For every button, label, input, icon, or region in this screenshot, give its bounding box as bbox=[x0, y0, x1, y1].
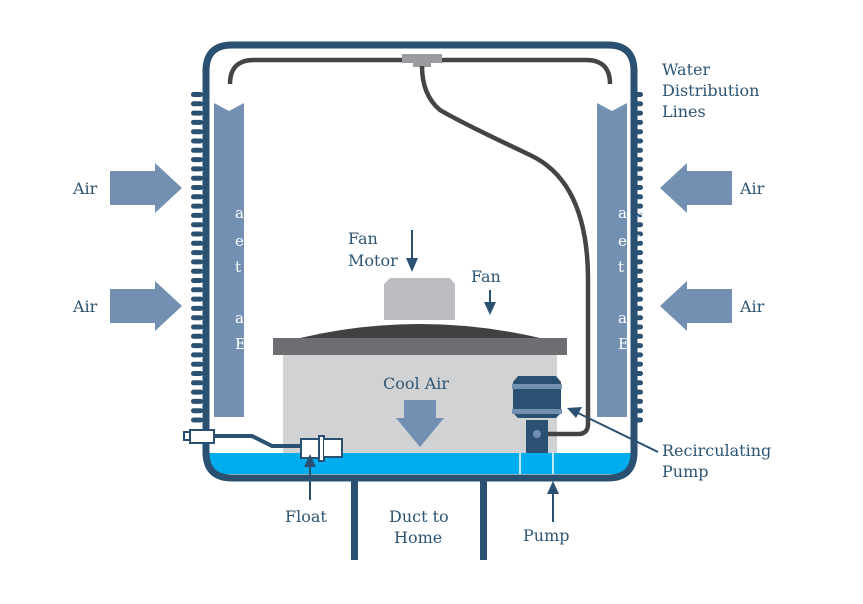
left-evaporative-pad bbox=[214, 103, 244, 417]
cooling-fin bbox=[191, 138, 203, 144]
pad-text-fragment: a bbox=[235, 204, 244, 222]
recirculating-pump-pointer bbox=[567, 407, 659, 453]
label-air-left-top: Air bbox=[72, 179, 98, 198]
cooling-fin bbox=[191, 166, 203, 172]
cooling-fin bbox=[191, 147, 203, 153]
cooling-fin bbox=[191, 231, 203, 237]
cooling-fin bbox=[191, 343, 203, 349]
cooling-fin bbox=[191, 268, 203, 274]
left-fins bbox=[191, 92, 203, 423]
cooling-fin bbox=[191, 352, 203, 358]
cooling-fin bbox=[191, 240, 203, 246]
label-recirculating-pump-line2: Pump bbox=[662, 462, 708, 481]
cooling-fin bbox=[191, 185, 203, 190]
label-pump: Pump bbox=[523, 526, 569, 545]
pad-text-fragment: E bbox=[235, 335, 246, 353]
pad-text-fragment: e bbox=[235, 232, 244, 250]
cooling-fin bbox=[191, 361, 203, 367]
label-duct-line1: Duct to bbox=[389, 507, 449, 526]
water-reservoir bbox=[208, 453, 632, 474]
label-fan-motor-line1: Fan bbox=[348, 229, 378, 248]
cooling-fin bbox=[191, 380, 203, 386]
cooling-fin bbox=[191, 110, 203, 116]
cooling-fin bbox=[191, 287, 203, 293]
cooling-fin bbox=[191, 296, 203, 302]
cooling-fin bbox=[191, 194, 203, 200]
label-water-distribution-line3: Lines bbox=[662, 102, 706, 121]
fan-plate bbox=[273, 338, 567, 355]
cool-air-arrow bbox=[396, 400, 444, 447]
cooling-fin bbox=[191, 222, 203, 228]
label-air-left-bottom: Air bbox=[72, 297, 98, 316]
label-duct-line2: Home bbox=[394, 528, 442, 547]
cooling-fin bbox=[191, 305, 203, 311]
float-pointer bbox=[304, 454, 316, 500]
label-water-distribution-line2: Distribution bbox=[662, 81, 759, 100]
fan-motor-pointer bbox=[406, 230, 418, 272]
air-arrow-left-top bbox=[110, 163, 182, 213]
cooling-fin bbox=[191, 278, 203, 283]
label-fan: Fan bbox=[471, 267, 501, 286]
cooling-fin bbox=[191, 408, 203, 414]
pump-pointer bbox=[547, 481, 559, 522]
air-arrow-left-bottom bbox=[110, 281, 182, 331]
cooling-fin bbox=[191, 119, 203, 125]
cooling-fin bbox=[191, 250, 203, 256]
pad-text-fragment: e P bbox=[618, 232, 642, 250]
label-cool-air: Cool Air bbox=[383, 374, 449, 393]
cooling-fin bbox=[191, 371, 203, 376]
recirculating-pump bbox=[512, 376, 562, 453]
right-evaporative-pad bbox=[597, 103, 627, 417]
tee-fitting-stem bbox=[413, 62, 431, 67]
fan-blade bbox=[300, 324, 540, 338]
fan-pointer bbox=[484, 290, 496, 315]
cooling-fin bbox=[191, 203, 203, 209]
cooling-fin bbox=[191, 157, 203, 163]
cooling-fin bbox=[191, 101, 203, 107]
air-arrow-right-top bbox=[660, 163, 732, 213]
cooling-fin bbox=[191, 259, 203, 265]
cooling-fin bbox=[191, 92, 203, 97]
duct-left-wall bbox=[351, 478, 358, 560]
label-water-distribution-line1: Water bbox=[662, 60, 710, 79]
label-float: Float bbox=[285, 507, 327, 526]
label-recirculating-pump-line1: Recirculating bbox=[662, 441, 771, 460]
air-arrow-right-bottom bbox=[660, 281, 732, 331]
pad-text-fragment: t bbox=[235, 258, 241, 276]
supply-tube bbox=[419, 65, 591, 437]
cooling-fin bbox=[191, 175, 203, 181]
cooling-fin bbox=[191, 324, 203, 330]
cooling-fin bbox=[191, 398, 203, 404]
cooling-fin bbox=[191, 333, 203, 339]
cooler-housing bbox=[202, 41, 638, 482]
fan-motor bbox=[384, 278, 455, 320]
cooling-fin bbox=[191, 212, 203, 218]
tee-fitting bbox=[402, 54, 442, 63]
cooling-fin bbox=[191, 129, 203, 135]
label-fan-motor-line2: Motor bbox=[348, 251, 398, 270]
label-air-right-bottom: Air bbox=[739, 297, 765, 316]
pad-text-fragment: a bbox=[235, 309, 244, 327]
label-air-right-top: Air bbox=[739, 179, 765, 198]
left-pad-text: a e t a E bbox=[235, 204, 246, 353]
cooling-fin bbox=[191, 417, 203, 423]
cooling-fin bbox=[191, 389, 203, 395]
float-valve bbox=[183, 429, 343, 462]
duct-right-wall bbox=[480, 478, 487, 560]
cooling-fin bbox=[191, 315, 203, 321]
